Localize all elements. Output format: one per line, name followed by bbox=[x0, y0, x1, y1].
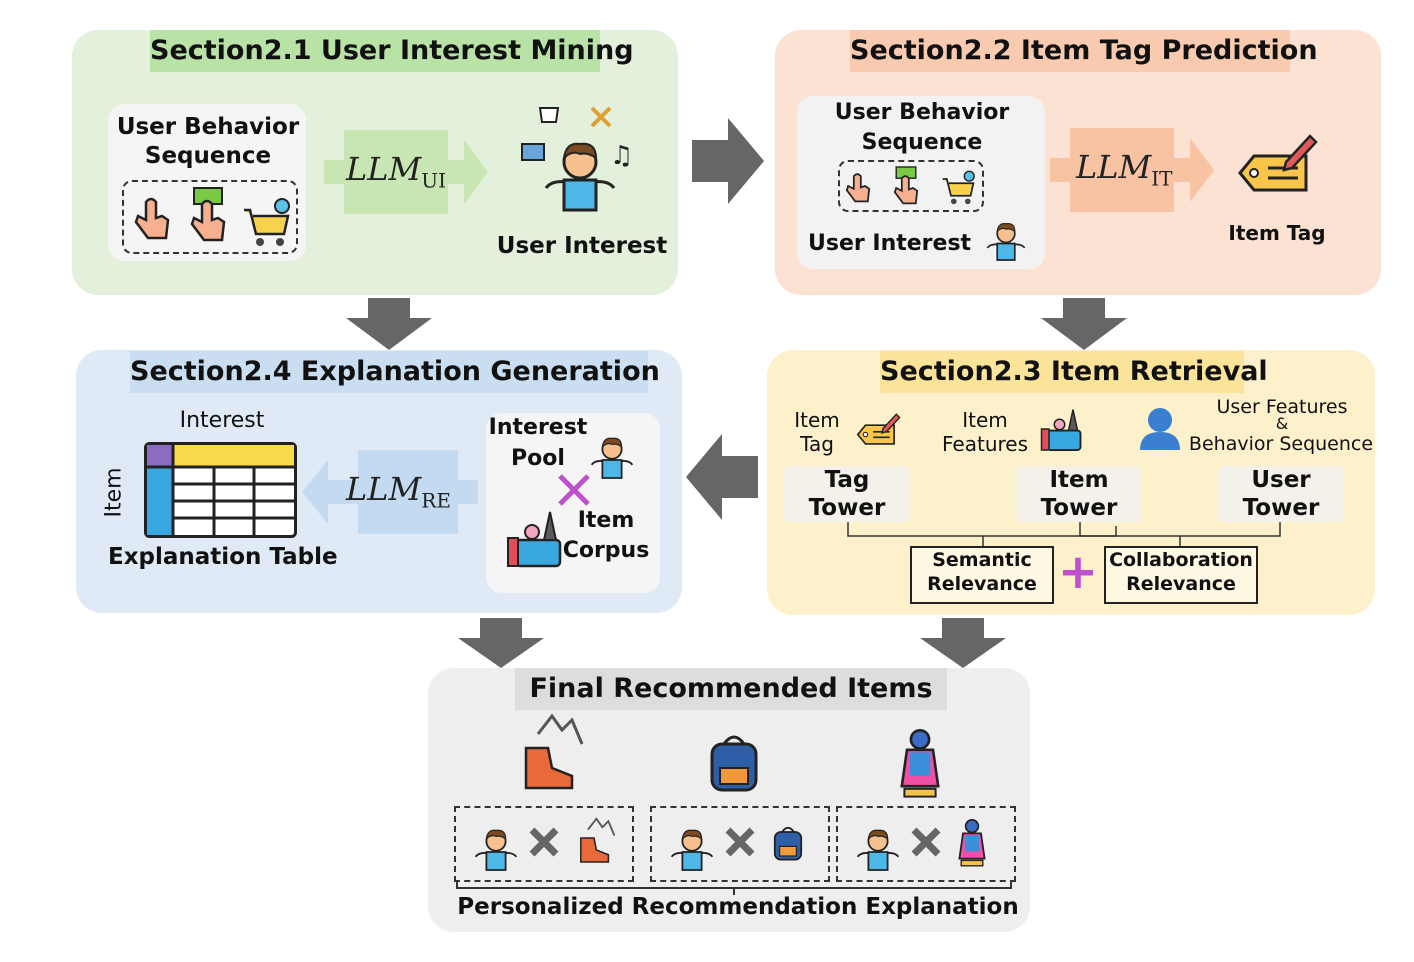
explanation-pair-box-3 bbox=[836, 806, 1016, 882]
relevance-plus-sign: + bbox=[1057, 544, 1099, 600]
user-interest-label: User Interest bbox=[496, 233, 668, 259]
llm-ui-text: LLM bbox=[346, 150, 422, 188]
item-tag-icon bbox=[1238, 134, 1318, 192]
tag-tower-line2: Tower bbox=[808, 495, 886, 521]
action-figure-icon bbox=[900, 728, 940, 798]
buy-hand-icon bbox=[190, 187, 226, 242]
user-features-label-line1: User Features bbox=[1216, 396, 1348, 418]
user-tower-line1: User bbox=[1251, 467, 1311, 493]
interest-pool-label-line2: Pool bbox=[511, 446, 565, 471]
flow-arrow-right bbox=[692, 118, 764, 204]
item-features-icon bbox=[1040, 408, 1082, 451]
llm-it-label: LLMIT bbox=[1076, 148, 1173, 190]
pair3-cross-icon bbox=[911, 827, 941, 857]
llm-ui-sub: UI bbox=[421, 168, 447, 193]
behavior-sequence-dashbox-2 bbox=[838, 160, 984, 212]
item-tag-small-icon bbox=[856, 413, 901, 445]
cart-icon-2 bbox=[941, 170, 975, 206]
semantic-relevance-line1: Semantic bbox=[932, 549, 1032, 571]
flow-arrow-down-to-final-left bbox=[458, 618, 544, 668]
llm-ui-arrow bbox=[324, 130, 488, 214]
user-features-label-line3: Behavior Sequence bbox=[1188, 433, 1374, 455]
click-hand-icon-2 bbox=[845, 173, 871, 203]
user-interest-icon-2 bbox=[986, 222, 1026, 261]
pair1-boot-icon bbox=[579, 817, 616, 863]
final-title: Final Recommended Items bbox=[515, 668, 947, 710]
interest-pool-label-line1: Interest bbox=[488, 415, 588, 440]
llm-re-sub: RE bbox=[421, 488, 451, 513]
item-features-label-line2: Features bbox=[942, 432, 1028, 456]
item-corpus-icon bbox=[506, 510, 562, 568]
section-2-3-title: Section2.3 Item Retrieval bbox=[880, 351, 1268, 393]
user-behavior-label-line1: User Behavior bbox=[116, 114, 300, 140]
final-caption: Personalized Recommendation Explanation bbox=[457, 894, 1019, 920]
cart-icon bbox=[242, 197, 291, 248]
section-2-1-title: Section2.1 User Interest Mining bbox=[150, 30, 634, 72]
buy-hand-icon-2 bbox=[893, 166, 919, 205]
pair2-cross-icon bbox=[725, 827, 755, 857]
collaboration-relevance-line2: Relevance bbox=[1126, 573, 1236, 595]
backpack-icon bbox=[710, 735, 758, 792]
collaboration-relevance-box: Collaboration Relevance bbox=[1104, 546, 1258, 604]
tower-connector-lines bbox=[847, 522, 1281, 546]
explanation-table-label: Explanation Table bbox=[108, 544, 338, 570]
click-hand-icon bbox=[134, 197, 170, 240]
tag-tower: Tag Tower bbox=[784, 466, 910, 522]
pair2-backpack-icon bbox=[773, 826, 803, 861]
flow-arrow-down-right bbox=[1041, 298, 1127, 350]
explanation-pair-box-2 bbox=[650, 806, 830, 882]
pair3-user-icon bbox=[856, 829, 900, 871]
item-tag-label: Item Tag bbox=[1228, 221, 1326, 245]
llm-re-label: LLMRE bbox=[346, 470, 451, 512]
svg-text:♫: ♫ bbox=[610, 141, 633, 171]
item-features-label-line1: Item bbox=[962, 408, 1008, 432]
behavior-sequence-dashbox bbox=[122, 180, 298, 254]
pair1-user-icon bbox=[474, 829, 518, 871]
user-behavior-label-line2: Sequence bbox=[144, 143, 272, 169]
pool-corpus-cross bbox=[558, 474, 590, 506]
item-corpus-label-line1: Item bbox=[577, 508, 635, 533]
pair3-figure-icon bbox=[958, 819, 986, 867]
user-tower-line2: Tower bbox=[1242, 495, 1320, 521]
tag-tower-line1: Tag bbox=[824, 467, 870, 493]
semantic-relevance-line2: Relevance bbox=[927, 573, 1037, 595]
semantic-relevance-box: Semantic Relevance bbox=[910, 546, 1054, 604]
explanation-pair-box-1 bbox=[454, 806, 634, 882]
caption-bracket bbox=[456, 880, 1012, 895]
user-profile-icon bbox=[1140, 408, 1180, 450]
ubs2-user-interest-label: User Interest bbox=[808, 231, 972, 256]
llm-it-sub: IT bbox=[1151, 166, 1173, 191]
flow-arrow-down-to-final-right bbox=[920, 618, 1006, 668]
llm-re-text: LLM bbox=[346, 470, 422, 508]
llm-ui-label: LLMUI bbox=[346, 150, 446, 192]
ubs2-label-line2: Sequence bbox=[861, 130, 983, 155]
user-interest-icon: ♫ bbox=[521, 106, 633, 212]
item-tag-input-label-line1: Item bbox=[794, 408, 840, 432]
llm-it-arrow bbox=[1050, 128, 1214, 212]
user-tower: User Tower bbox=[1218, 466, 1344, 522]
section-2-2-title: Section2.2 Item Tag Prediction bbox=[850, 30, 1318, 72]
interest-pool-icon bbox=[590, 437, 634, 479]
collaboration-relevance-line1: Collaboration bbox=[1109, 549, 1253, 571]
ubs2-label-line1: User Behavior bbox=[834, 100, 1010, 125]
pair2-user-icon bbox=[670, 829, 714, 871]
flow-arrow-left bbox=[686, 434, 758, 520]
item-tower-line2: Tower bbox=[1040, 495, 1118, 521]
table-interest-axis-label: Interest bbox=[179, 408, 265, 433]
item-tower: Item Tower bbox=[1016, 466, 1142, 522]
item-tag-input-label-line2: Tag bbox=[800, 432, 834, 456]
item-corpus-label-line2: Corpus bbox=[562, 538, 650, 563]
flow-arrow-down-left bbox=[346, 298, 432, 350]
section-2-4-title: Section2.4 Explanation Generation bbox=[130, 351, 660, 393]
llm-re-arrow bbox=[302, 450, 478, 534]
llm-it-text: LLM bbox=[1076, 148, 1152, 186]
user-features-label-line2: & bbox=[1275, 414, 1289, 433]
explanation-table-icon bbox=[144, 442, 297, 538]
table-item-axis-label: Item bbox=[101, 467, 127, 518]
pair1-cross-icon bbox=[529, 827, 559, 857]
hiking-boot-icon bbox=[524, 714, 584, 790]
item-tower-line1: Item bbox=[1049, 467, 1109, 493]
